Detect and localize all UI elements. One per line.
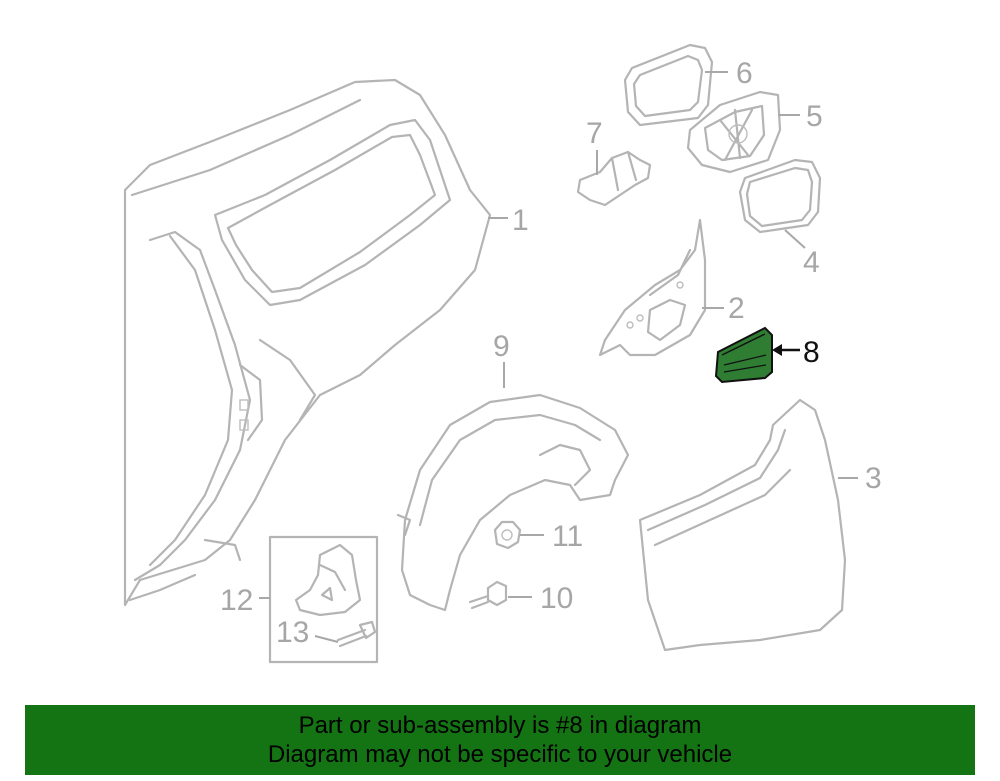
part-3-lower-panel[interactable]: [638, 398, 847, 652]
part-11-nut[interactable]: [493, 520, 522, 550]
callout-8: 8: [803, 336, 820, 369]
part-8-body[interactable]: [714, 326, 773, 384]
callout-10: 10: [540, 582, 573, 615]
part-5-fuel-housing[interactable]: [686, 90, 782, 174]
callout-11: 11: [552, 520, 583, 553]
parts-diagram: 1 2 3 4 5 6 7 8 9 10 11 12 13: [123, 43, 882, 664]
callout-5: 5: [806, 100, 823, 133]
callout-6: 6: [736, 57, 753, 90]
callout-7: 7: [586, 117, 603, 150]
callout-9: 9: [493, 330, 510, 363]
banner-line-part: Part or sub-assembly is #8 in diagram: [298, 712, 702, 739]
callout-2: 2: [728, 292, 745, 325]
callout-13: 13: [276, 616, 309, 649]
callout-12: 12: [220, 584, 253, 617]
part-4-fuel-door[interactable]: [738, 158, 822, 234]
leader-lines: [259, 71, 858, 643]
callout-1: 1: [512, 204, 529, 237]
part-8-cover[interactable]: [714, 326, 773, 384]
part-6-fuel-door-frame[interactable]: [623, 43, 714, 127]
part-7-hinge[interactable]: [576, 150, 652, 207]
banner-line-disclaimer: Diagram may not be specific to your vehi…: [267, 741, 733, 768]
part-9-wheel-liner[interactable]: [396, 393, 630, 612]
part-10-bolt[interactable]: [468, 580, 508, 610]
callout-4: 4: [803, 246, 820, 279]
part-13-rivet[interactable]: [336, 620, 377, 648]
info-banner: Part or sub-assembly is #8 in diagram Di…: [25, 705, 975, 775]
callout-3: 3: [865, 462, 882, 495]
part-12-mud-flap-box[interactable]: [268, 535, 379, 664]
part-2-bracket[interactable]: [598, 218, 707, 357]
part-1-quarter-panel[interactable]: [123, 78, 492, 607]
